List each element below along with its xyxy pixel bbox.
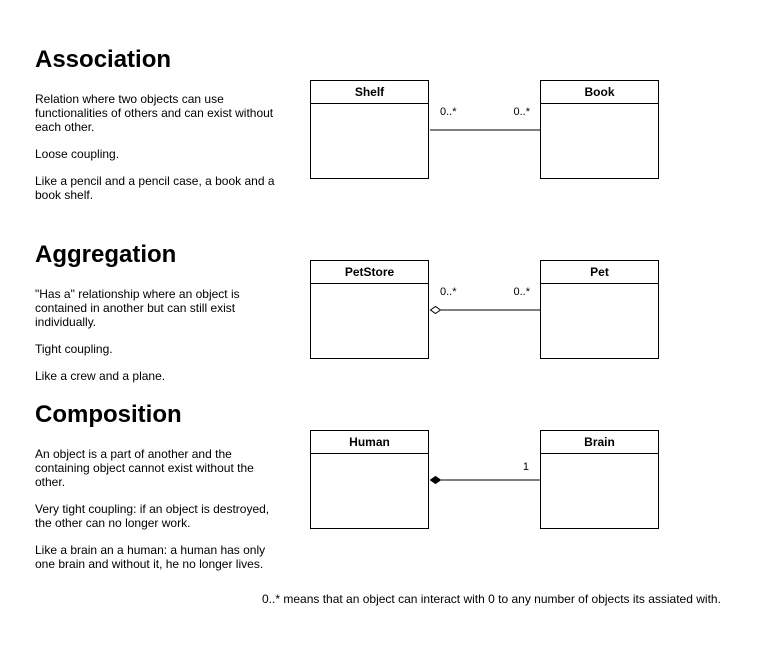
association-description: Relation where two objects can use funct… xyxy=(35,92,274,134)
association-example: Like a pencil and a pencil case, a book … xyxy=(35,174,275,202)
filled-diamond-icon xyxy=(429,475,442,485)
class-name-pet: Pet xyxy=(541,261,658,284)
composition-coupling: Very tight coupling: if an object is des… xyxy=(35,502,270,530)
shelf-multiplicity: 0..* xyxy=(440,106,457,118)
class-box-brain[interactable]: Brain xyxy=(540,430,659,529)
composition-example: Like a brain an a human: a human has onl… xyxy=(35,543,266,571)
composition-heading: Composition xyxy=(35,401,182,428)
brain-multiplicity: 1 xyxy=(523,461,529,473)
aggregation-example: Like a crew and a plane. xyxy=(35,369,166,383)
class-box-shelf[interactable]: Shelf xyxy=(310,80,429,179)
class-name-brain: Brain xyxy=(541,431,658,454)
hollow-diamond-icon xyxy=(429,305,442,315)
composition-description: An object is a part of another and the c… xyxy=(35,447,254,489)
class-box-human[interactable]: Human xyxy=(310,430,429,529)
multiplicity-footnote: 0..* means that an object can interact w… xyxy=(262,592,721,606)
petstore-multiplicity: 0..* xyxy=(440,286,457,298)
class-name-book: Book xyxy=(541,81,658,104)
aggregation-coupling: Tight coupling. xyxy=(35,342,113,356)
aggregation-heading: Aggregation xyxy=(35,241,177,268)
class-box-pet[interactable]: Pet xyxy=(540,260,659,359)
class-box-book[interactable]: Book xyxy=(540,80,659,179)
book-multiplicity: 0..* xyxy=(513,106,530,118)
class-name-human: Human xyxy=(311,431,428,454)
pet-multiplicity: 0..* xyxy=(513,286,530,298)
class-name-petstore: PetStore xyxy=(311,261,428,284)
class-name-shelf: Shelf xyxy=(311,81,428,104)
association-heading: Association xyxy=(35,46,172,73)
aggregation-description: "Has a" relationship where an object is … xyxy=(35,287,240,329)
association-coupling: Loose coupling. xyxy=(35,147,120,161)
class-box-petstore[interactable]: PetStore xyxy=(310,260,429,359)
